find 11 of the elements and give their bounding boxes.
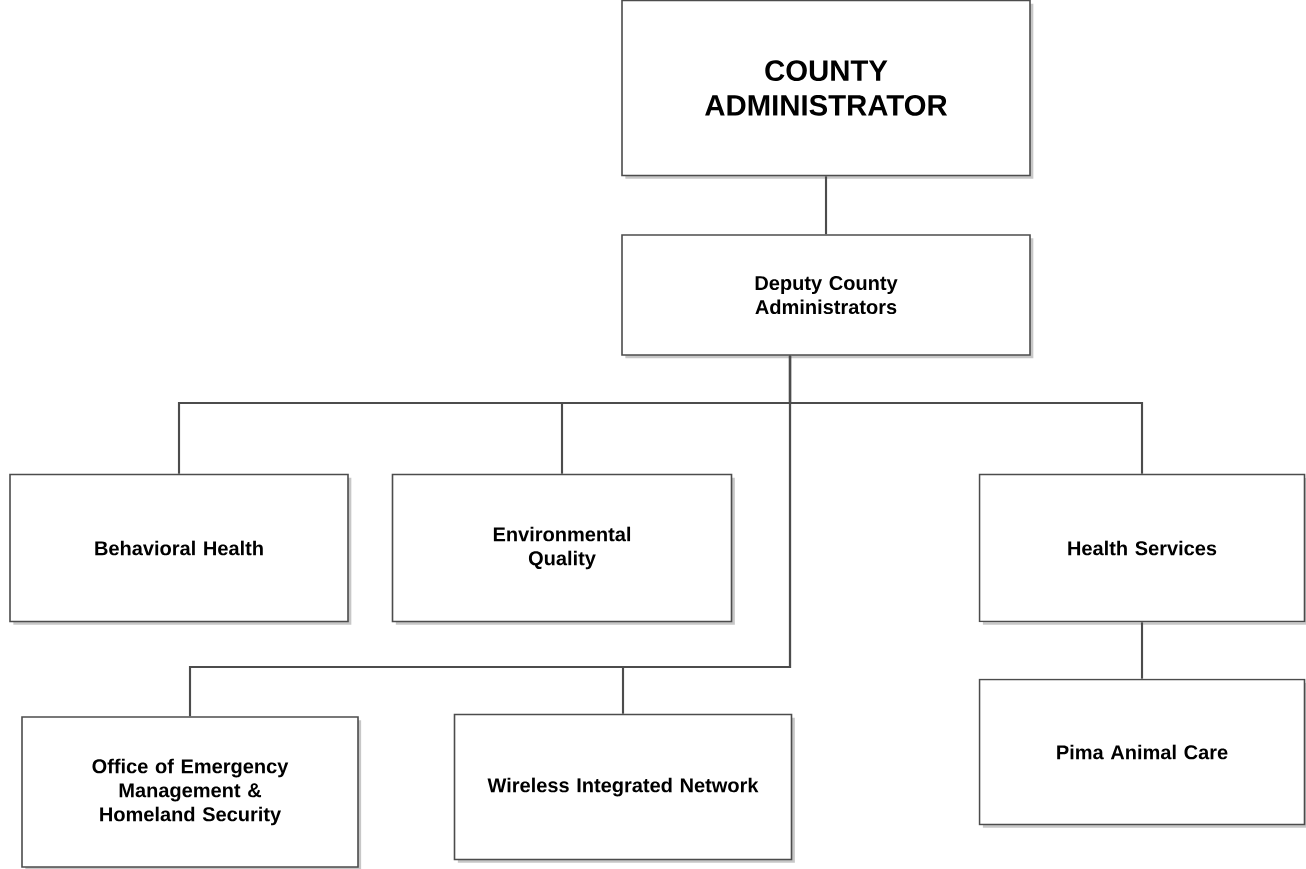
org-box: Health Services xyxy=(978,473,1306,625)
org-box: COUNTY ADMINISTRATOR xyxy=(621,0,1034,179)
connector-line xyxy=(824,176,828,235)
org-box: Pima Animal Care xyxy=(978,678,1306,828)
org-box: Office of Emergency Management & Homeland Security xyxy=(21,716,362,869)
org-box: Environmental Quality xyxy=(391,473,735,625)
connector-line xyxy=(621,355,792,714)
org-box: Deputy County Administrators xyxy=(621,234,1034,359)
connector-line xyxy=(1140,622,1144,679)
org-box: Behavioral Health xyxy=(9,473,352,625)
org-box: Wireless Integrated Network xyxy=(453,713,795,863)
